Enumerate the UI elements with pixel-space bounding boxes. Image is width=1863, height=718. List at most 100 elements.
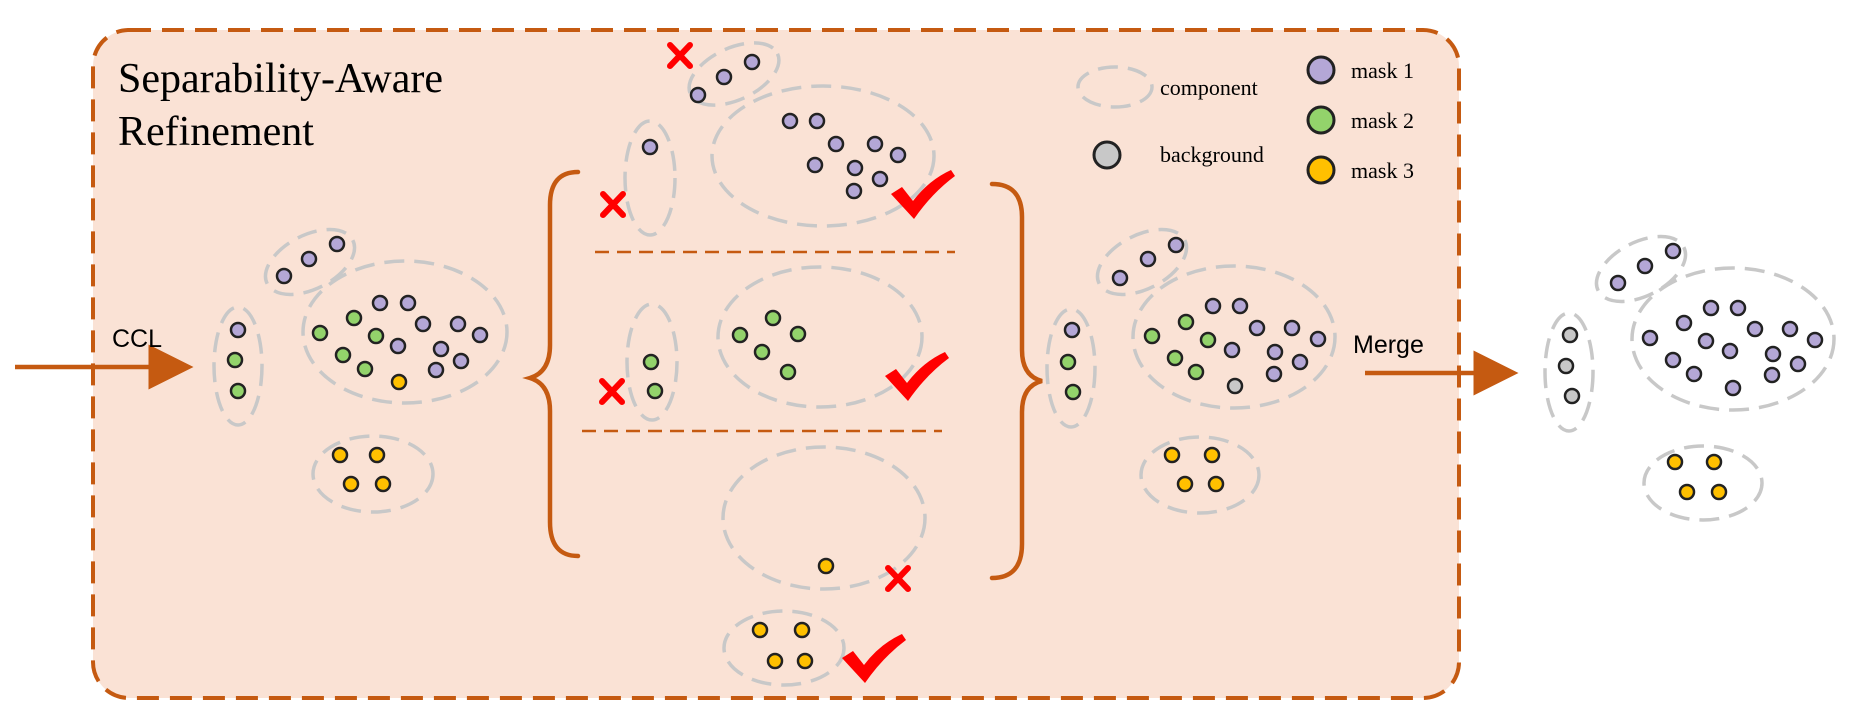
point-mask1 bbox=[449, 315, 467, 333]
point-mask1 bbox=[781, 112, 799, 130]
legend-mask2-label: mask 2 bbox=[1351, 108, 1414, 133]
point-mask2 bbox=[731, 326, 749, 344]
component bbox=[1095, 227, 1189, 297]
points-layer bbox=[226, 53, 1824, 670]
point-mask1 bbox=[1223, 341, 1241, 359]
point-mask1 bbox=[715, 68, 733, 86]
point-mask3 bbox=[331, 446, 349, 464]
point-mask1 bbox=[1063, 321, 1081, 339]
point-mask3 bbox=[1678, 483, 1696, 501]
point-mask3 bbox=[390, 373, 408, 391]
point-mask1 bbox=[427, 361, 445, 379]
point-background bbox=[1563, 387, 1581, 405]
point-mask2 bbox=[229, 382, 247, 400]
point-mask1 bbox=[1283, 319, 1301, 337]
point-mask1 bbox=[1167, 236, 1185, 254]
point-mask1 bbox=[641, 138, 659, 156]
point-mask2 bbox=[311, 324, 329, 342]
component bbox=[212, 305, 264, 427]
point-mask1 bbox=[1806, 331, 1824, 349]
point-mask1 bbox=[399, 294, 417, 312]
point-mask2 bbox=[1187, 363, 1205, 381]
point-mask2 bbox=[1143, 327, 1161, 345]
component bbox=[716, 265, 924, 409]
legend-component-label: component bbox=[1160, 75, 1258, 100]
legend-mask2-swatch bbox=[1306, 105, 1336, 135]
point-mask1 bbox=[1702, 299, 1720, 317]
point-mask1 bbox=[889, 146, 907, 164]
point-background bbox=[1226, 377, 1244, 395]
point-mask1 bbox=[1266, 343, 1284, 361]
point-mask3 bbox=[1203, 446, 1221, 464]
point-mask1 bbox=[1789, 355, 1807, 373]
point-background bbox=[1561, 326, 1579, 344]
component bbox=[710, 84, 936, 228]
point-mask1 bbox=[827, 135, 845, 153]
point-mask1 bbox=[845, 182, 863, 200]
point-mask1 bbox=[1309, 330, 1327, 348]
legend: component background mask 1 mask 2 mask … bbox=[1076, 55, 1414, 185]
point-mask1 bbox=[471, 326, 489, 344]
point-mask1 bbox=[1764, 345, 1782, 363]
legend-background-label: background bbox=[1160, 142, 1264, 167]
point-mask3 bbox=[793, 621, 811, 639]
point-mask1 bbox=[806, 156, 824, 174]
cross-icon bbox=[600, 191, 626, 218]
point-mask1 bbox=[1724, 379, 1742, 397]
point-mask3 bbox=[796, 652, 814, 670]
point-mask1 bbox=[808, 112, 826, 130]
point-mask1 bbox=[1675, 314, 1693, 332]
point-mask2 bbox=[789, 325, 807, 343]
point-mask3 bbox=[1207, 475, 1225, 493]
refinement-panel bbox=[91, 28, 1461, 700]
point-mask1 bbox=[414, 315, 432, 333]
point-mask2 bbox=[356, 360, 374, 378]
point-mask2 bbox=[334, 346, 352, 364]
point-mask2 bbox=[1059, 353, 1077, 371]
point-mask1 bbox=[1746, 320, 1764, 338]
merge-label: Merge bbox=[1353, 331, 1424, 359]
point-mask2 bbox=[1166, 349, 1184, 367]
cross-icon bbox=[885, 565, 911, 592]
point-mask2 bbox=[646, 382, 664, 400]
point-mask1 bbox=[1636, 257, 1654, 275]
component bbox=[1642, 444, 1764, 522]
point-mask1 bbox=[1291, 353, 1309, 371]
point-mask1 bbox=[1609, 274, 1627, 292]
components-layer bbox=[212, 41, 1836, 687]
check-icon bbox=[842, 634, 906, 683]
component bbox=[625, 302, 679, 422]
point-mask3 bbox=[1705, 453, 1723, 471]
point-mask1 bbox=[275, 267, 293, 285]
point-mask1 bbox=[1111, 269, 1129, 287]
point-mask3 bbox=[342, 475, 360, 493]
point-mask3 bbox=[1710, 483, 1728, 501]
legend-mask1-label: mask 1 bbox=[1351, 58, 1414, 83]
point-mask1 bbox=[300, 250, 318, 268]
point-mask1 bbox=[1664, 242, 1682, 260]
component bbox=[1045, 307, 1097, 429]
cross-icon bbox=[599, 378, 625, 405]
point-mask1 bbox=[1685, 365, 1703, 383]
left-brace bbox=[522, 169, 581, 559]
point-mask3 bbox=[817, 557, 835, 575]
point-mask1 bbox=[866, 135, 884, 153]
point-mask1 bbox=[1204, 297, 1222, 315]
panel-title-line1: Separability-Aware bbox=[118, 56, 443, 102]
point-mask1 bbox=[1139, 250, 1157, 268]
point-mask2 bbox=[764, 309, 782, 327]
point-mask2 bbox=[642, 353, 660, 371]
component bbox=[1139, 435, 1261, 515]
component bbox=[1594, 234, 1688, 304]
point-mask3 bbox=[751, 621, 769, 639]
ccl-label: CCL bbox=[112, 325, 162, 353]
point-mask2 bbox=[753, 343, 771, 361]
point-mask1 bbox=[1763, 366, 1781, 384]
point-mask1 bbox=[1265, 365, 1283, 383]
point-mask2 bbox=[226, 351, 244, 369]
point-mask1 bbox=[689, 86, 707, 104]
point-mask3 bbox=[374, 475, 392, 493]
point-background bbox=[1557, 357, 1575, 375]
point-mask1 bbox=[1781, 320, 1799, 338]
